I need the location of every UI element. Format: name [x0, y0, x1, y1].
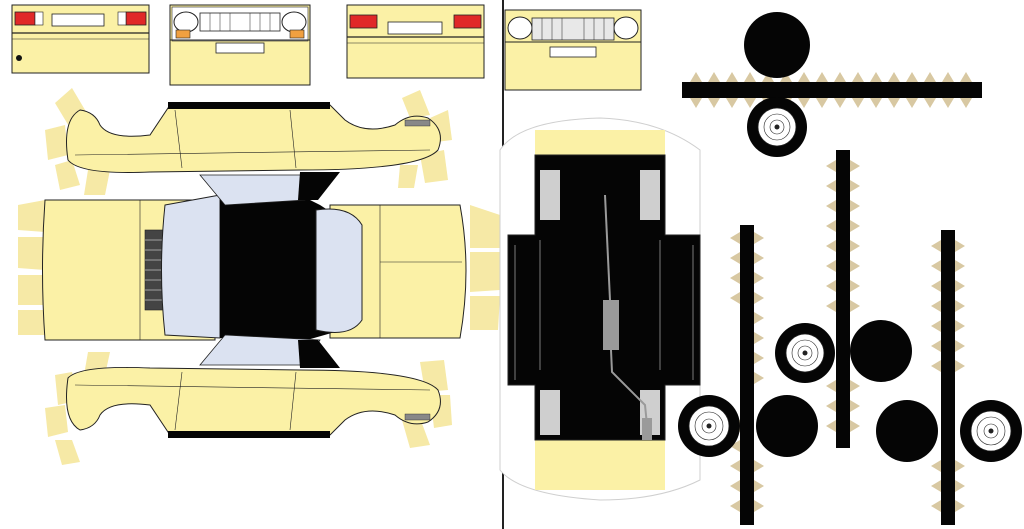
tyre-disc-top — [744, 12, 810, 78]
rear-end-panel — [11, 4, 150, 74]
wheel-hubcap-left-2 — [678, 395, 740, 457]
wheel-hubcap-right — [960, 400, 1022, 462]
axle-strip-1 — [740, 225, 754, 525]
front-grille-panel-alt — [504, 9, 642, 91]
tyre-disc-lower-1 — [756, 395, 818, 457]
wheel-axle-strips — [682, 72, 982, 525]
tyre-disc-lower-2 — [876, 400, 938, 462]
top-axle-strip — [682, 82, 982, 98]
top-strip-teeth — [690, 72, 972, 108]
wheel-hubcap-left-1 — [775, 323, 835, 383]
tyre-disc-mid — [850, 320, 912, 382]
main-body-tabs — [18, 200, 500, 335]
rear-end-panel-alt — [346, 4, 485, 79]
axle-strip-2 — [836, 150, 850, 448]
front-grille-panel — [169, 4, 311, 86]
main-body-top — [42, 172, 467, 368]
right-side-body — [66, 366, 441, 438]
axle-strip-3 — [941, 230, 955, 525]
chassis-underside — [499, 117, 701, 501]
left-side-body — [66, 102, 441, 173]
wheel-hubcap-top — [747, 97, 807, 157]
